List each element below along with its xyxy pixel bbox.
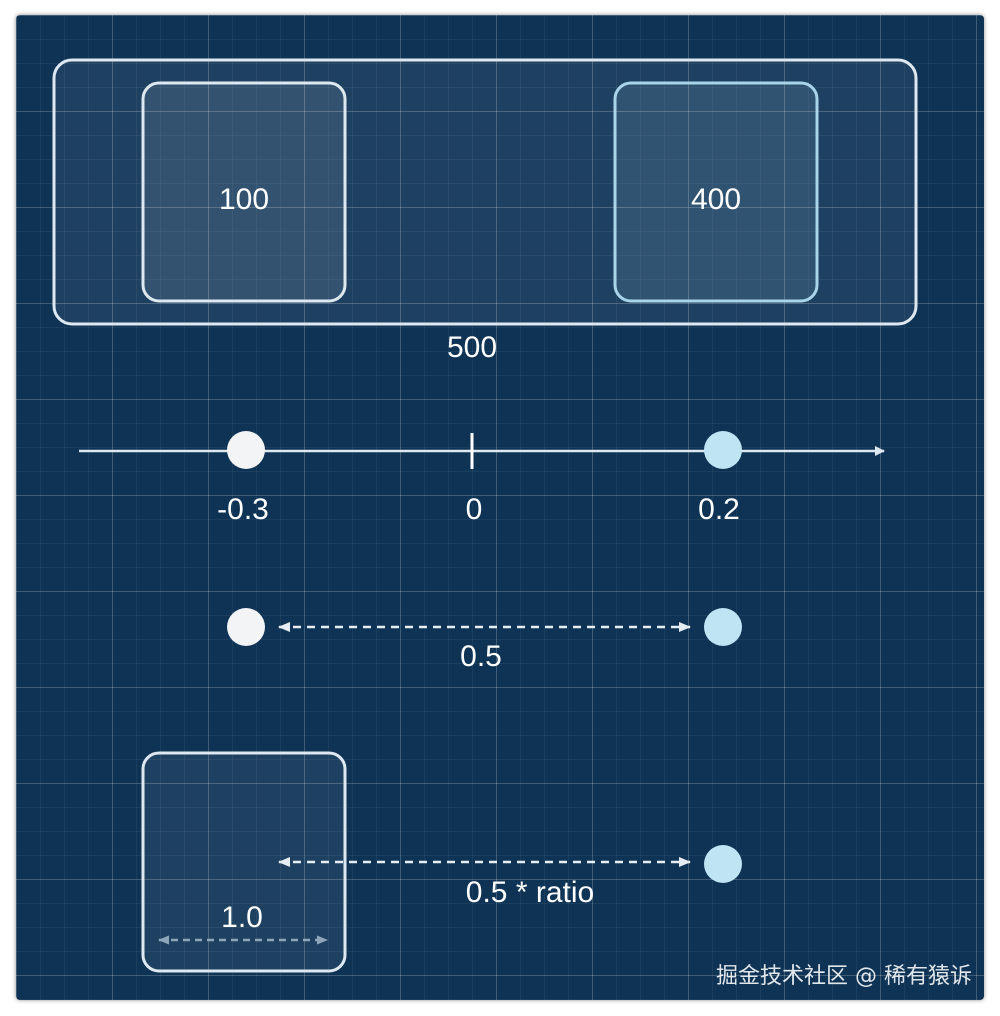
diagram-canvas: 100 400 500 -0.3 0 0.2 0.5 0.5 * ratio 1…	[52, 58, 972, 989]
axis-point-white	[227, 431, 265, 469]
outer-box	[52, 58, 918, 326]
distance-point-white	[227, 608, 265, 646]
tick-label-zero: 0	[466, 493, 483, 526]
left-box-label: 100	[219, 183, 269, 216]
right-box	[613, 81, 819, 303]
axis-point-blue	[704, 431, 742, 469]
tick-label-neg: -0.3	[217, 493, 269, 526]
distance-label: 0.5	[460, 640, 502, 673]
ratio-point-blue	[704, 845, 742, 883]
tick-label-pos: 0.2	[698, 493, 740, 526]
outer-box-label: 500	[447, 331, 497, 364]
watermark: 掘金技术社区 @ 稀有猿诉	[716, 964, 972, 989]
right-box-label: 400	[691, 183, 741, 216]
unit-width-label: 1.0	[221, 901, 263, 934]
left-box	[141, 81, 347, 303]
diagram-panel: 100 400 500 -0.3 0 0.2 0.5 0.5 * ratio 1…	[16, 15, 984, 1000]
ratio-distance-label: 0.5 * ratio	[466, 876, 594, 909]
distance-point-blue	[704, 608, 742, 646]
